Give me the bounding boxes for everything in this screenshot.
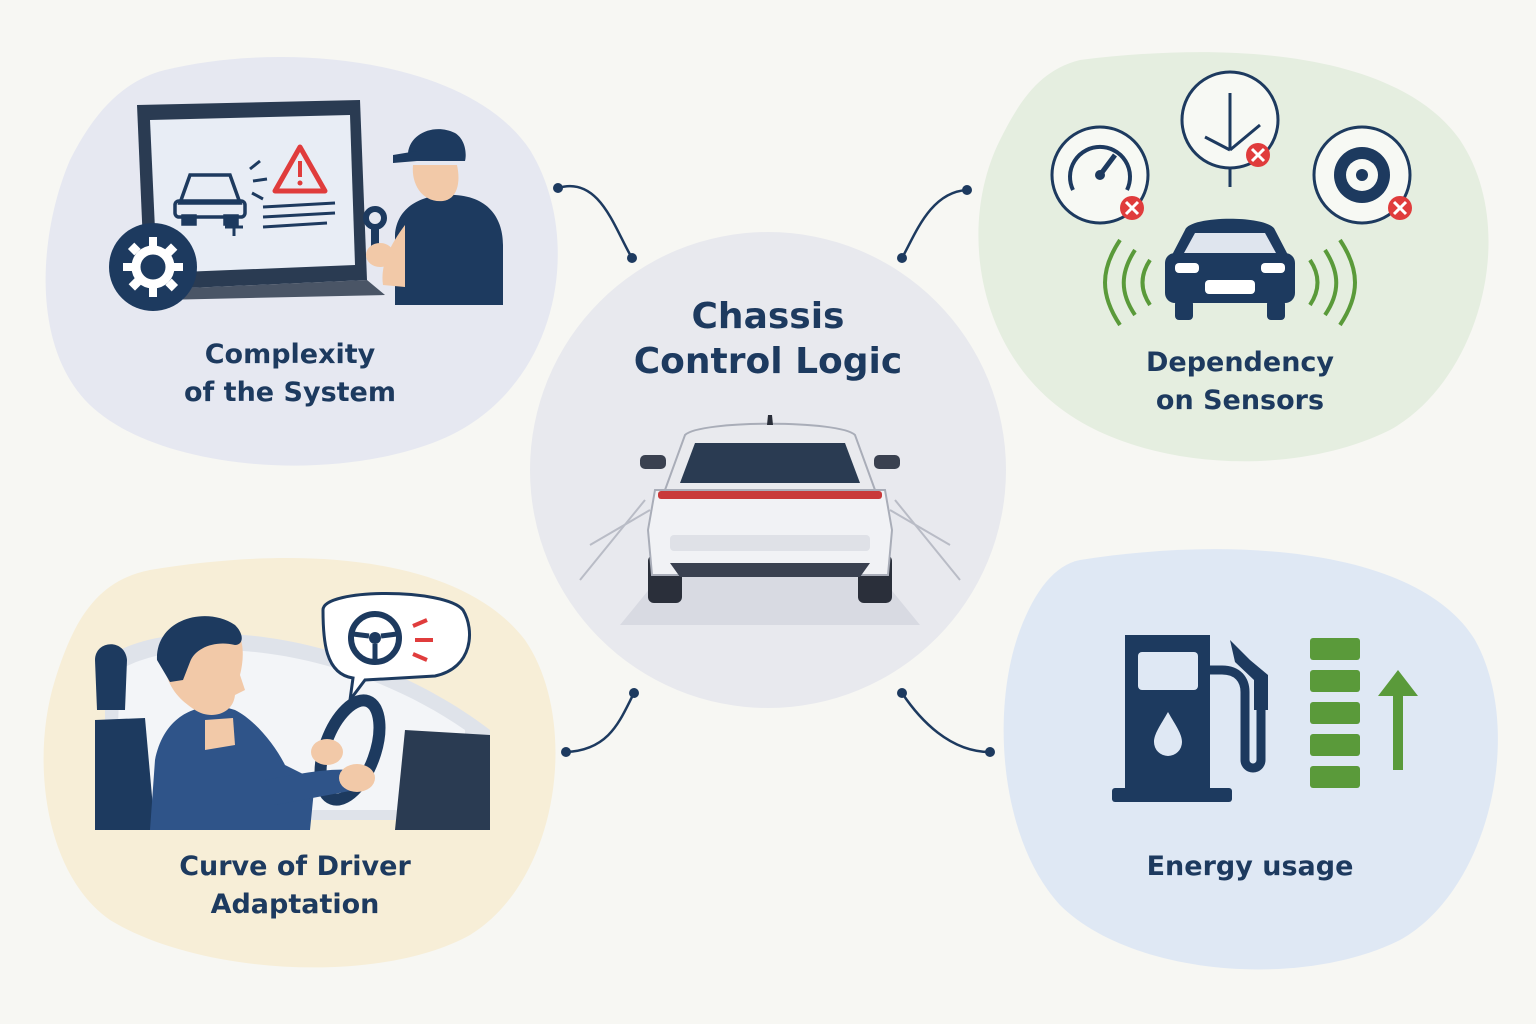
connector-complexity (557, 184, 634, 259)
speedometer-icon (1050, 125, 1150, 225)
wrench-icon (363, 206, 387, 230)
connector-dot (629, 688, 639, 698)
center-title-line2: Control Logic (633, 341, 903, 382)
sensor-failure-car-icon (1050, 70, 1412, 327)
wheel-icon (1312, 125, 1412, 225)
gyroscope-icon (1180, 70, 1280, 170)
label-energy: Energy usage (1146, 851, 1354, 882)
connector-dot (962, 185, 972, 195)
car-seat-icon (95, 644, 155, 830)
arrow-up-icon (1378, 670, 1418, 770)
connector-adaptation (565, 692, 636, 754)
connector-dot (897, 253, 907, 263)
connector-dot (553, 183, 563, 193)
label-complexity: Complexity of the System (183, 339, 396, 408)
level-bars-icon (1310, 638, 1360, 788)
fuel-pump-level-icon (1112, 635, 1418, 802)
label-adaptation: Curve of Driver Adaptation (179, 851, 411, 920)
connector-energy (900, 692, 991, 754)
connector-dot (627, 253, 637, 263)
center-title-line1: Chassis (691, 296, 845, 337)
signal-waves-icon (1103, 238, 1357, 327)
car-icon (173, 173, 247, 226)
technician-figure (363, 129, 503, 305)
label-sensors: Dependency on Sensors (1145, 347, 1335, 416)
fuel-pump-icon (1112, 635, 1268, 802)
connector-dot (897, 688, 907, 698)
warning-icon (272, 144, 328, 194)
car-front-icon (1165, 218, 1295, 320)
connector-dot (985, 747, 995, 757)
suv-rear-icon (579, 415, 961, 625)
connector-sensors (900, 188, 968, 259)
laptop-diagnostic-technician-icon (109, 100, 503, 311)
gear-icon (109, 223, 197, 311)
center-title: Chassis Control Logic (568, 294, 968, 384)
driver-steering-icon (95, 592, 490, 830)
connector-dot (561, 747, 571, 757)
